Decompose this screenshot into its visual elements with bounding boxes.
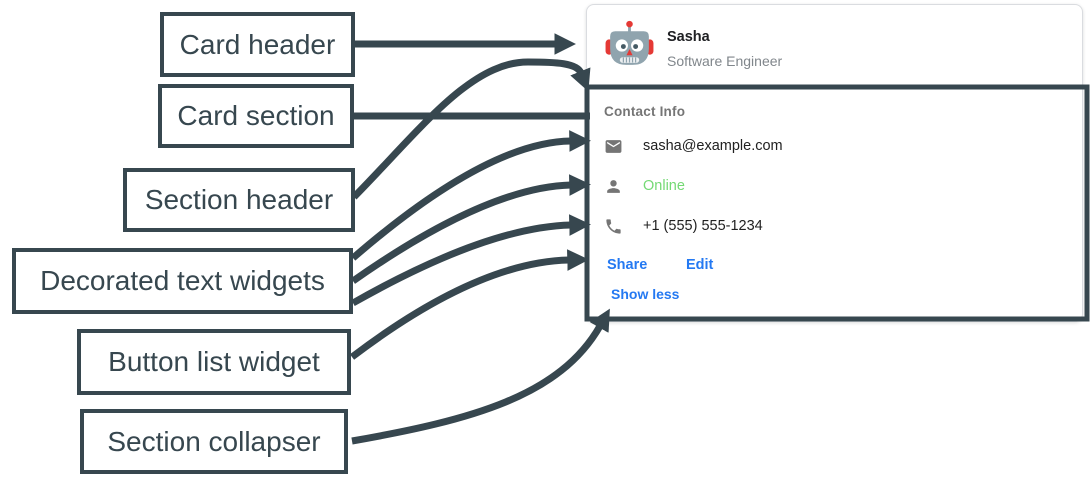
card-header-name: Sasha <box>667 29 710 45</box>
phone-icon <box>606 218 621 234</box>
decorated-text-email: sasha@example.com <box>643 138 783 154</box>
decorated-text-row-email: sasha@example.com <box>604 136 783 156</box>
label-decorated-text-widgets: Decorated text widgets <box>12 248 353 314</box>
label-card-section: Card section <box>158 84 354 148</box>
arrow-section-header <box>351 58 591 200</box>
label-section-header: Section header <box>123 168 355 232</box>
contact-card: Sasha Software Engineer Contact Info sas… <box>586 4 1083 322</box>
show-less-button[interactable]: Show less <box>611 286 680 302</box>
arrow-decorated-text-phone <box>351 214 591 307</box>
decorated-text-phone: +1 (555) 555-1234 <box>643 218 763 234</box>
person-icon <box>607 179 620 193</box>
arrow-decorated-text-email <box>350 130 591 261</box>
card-header-subtitle: Software Engineer <box>667 53 783 69</box>
decorated-text-row-status: Online <box>604 176 685 196</box>
section-header-title: Contact Info <box>604 104 686 119</box>
robot-avatar-icon <box>605 20 654 65</box>
decorated-text-row-phone: +1 (555) 555-1234 <box>604 216 763 236</box>
arrow-button-list <box>349 249 589 360</box>
share-button[interactable]: Share <box>607 257 648 273</box>
label-section-collapser: Section collapser <box>80 409 348 474</box>
label-card-header: Card header <box>160 12 355 77</box>
decorated-text-status: Online <box>643 178 685 194</box>
edit-button[interactable]: Edit <box>686 257 714 273</box>
arrow-section-collapser <box>351 308 610 445</box>
mail-icon <box>605 139 622 153</box>
label-button-list-widget: Button list widget <box>77 329 351 395</box>
arrow-decorated-text-status <box>350 174 591 284</box>
